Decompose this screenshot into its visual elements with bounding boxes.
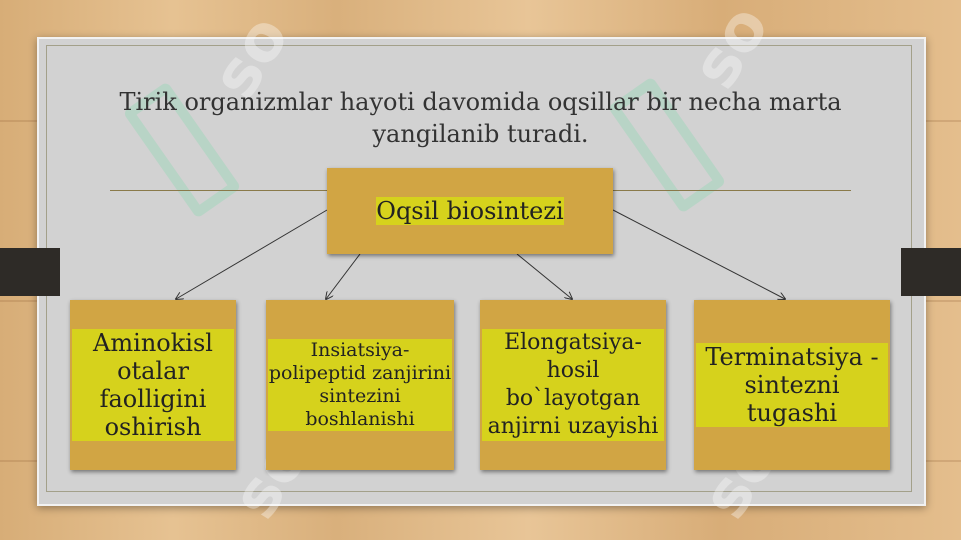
node-label: Terminatsiya - sintezni tugashi — [696, 343, 888, 427]
node-initiation: Insiatsiya- polipeptid zanjirini sintezi… — [266, 300, 454, 470]
right-clip — [901, 248, 961, 296]
node-label: Insiatsiya- polipeptid zanjirini sintezi… — [268, 339, 452, 431]
divider-line-left — [110, 190, 327, 191]
node-termination: Terminatsiya - sintezni tugashi — [694, 300, 890, 470]
left-clip — [0, 248, 60, 296]
node-label: Elongatsiya- hosil bo`layotgan anjirni u… — [482, 329, 664, 441]
node-elongation: Elongatsiya- hosil bo`layotgan anjirni u… — [480, 300, 666, 470]
node-aminoacid-activation: Aminokisl otalar faolligini oshirish — [70, 300, 236, 470]
divider-line-right — [613, 190, 851, 191]
slide-title: Tirik organizmlar hayoti davomida oqsill… — [119, 88, 842, 148]
node-protein-biosynthesis: Oqsil biosintezi — [327, 168, 613, 254]
node-label: Aminokisl otalar faolligini oshirish — [72, 329, 234, 441]
node-label: Oqsil biosintezi — [376, 197, 564, 225]
